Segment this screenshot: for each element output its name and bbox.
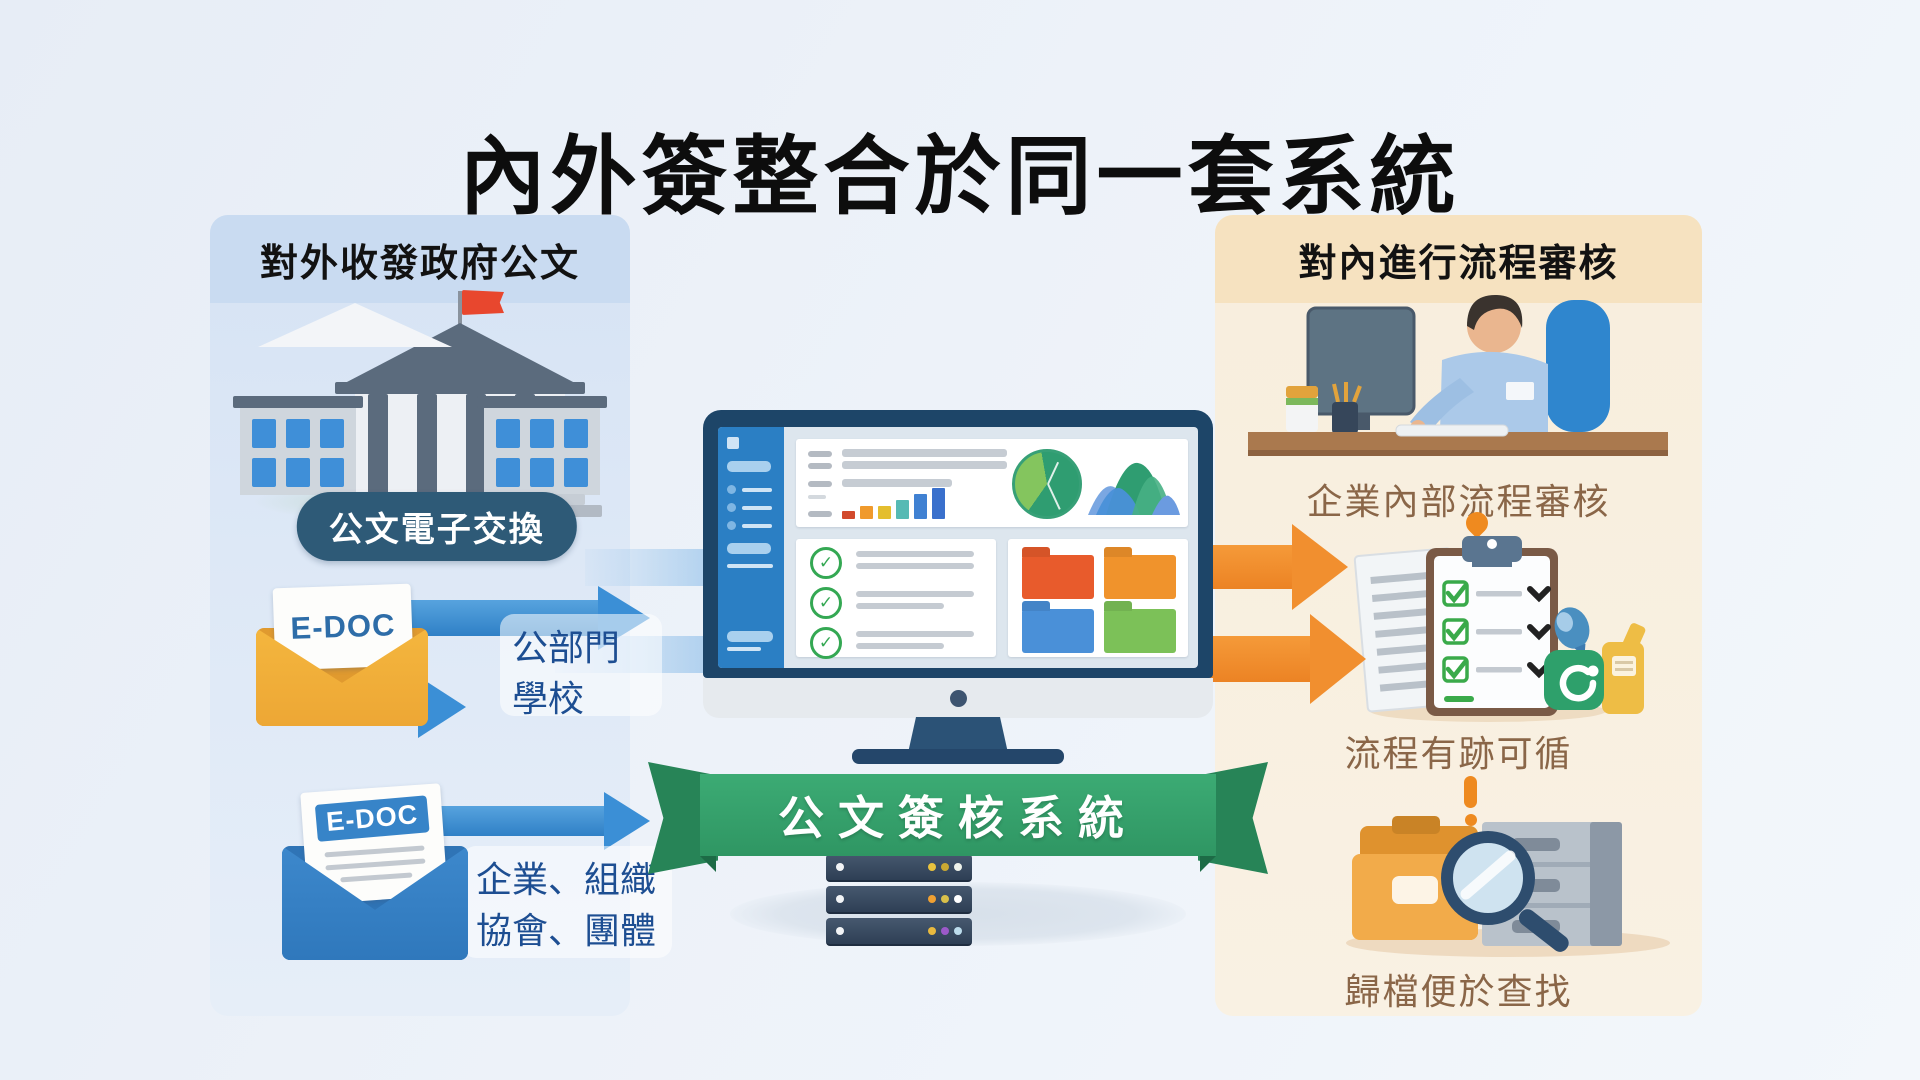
building-entablature: [335, 382, 585, 394]
public-recipients-label: 公部門 學校: [512, 622, 620, 724]
monitor-stand: [908, 717, 1008, 753]
mini-bar-chart-icon: [842, 488, 945, 519]
folders-card: [1008, 539, 1188, 657]
government-building-icon: [233, 287, 607, 523]
edoc-label: E-DOC: [314, 795, 430, 842]
wing-roof: [233, 396, 363, 408]
public-recipients-line1: 公部門: [512, 627, 621, 668]
envelope-biz-icon: E-DOC: [282, 783, 468, 960]
building-right-wing: [477, 396, 607, 495]
sidebar-logo-icon: [727, 437, 739, 449]
sidebar-item: [727, 461, 771, 472]
camera-dot-icon: [950, 690, 967, 707]
sidebar-item: [727, 631, 773, 642]
building-column: [368, 394, 388, 494]
wing-windows: [252, 419, 344, 487]
private-recipients-line1: 企業、組織: [476, 859, 657, 900]
server-unit: [826, 886, 972, 914]
approved-item-row: ✓: [810, 587, 974, 619]
sidebar-item: [727, 543, 771, 554]
public-recipients-line2: 學校: [512, 678, 585, 720]
private-recipients-line2: 協會、團體: [476, 910, 657, 952]
exclamation-icon: [1464, 776, 1477, 808]
page-title: 內外簽整合於同一套系統: [459, 128, 1461, 225]
paper-text-line: [325, 858, 426, 871]
archive-search-caption: 歸檔便於查找: [1344, 971, 1573, 1012]
sidebar-item: [727, 521, 772, 530]
wing-roof: [477, 396, 607, 408]
area-chart-icon: [1088, 462, 1180, 515]
stats-card: [796, 439, 1188, 527]
building-pediment-inner: [258, 303, 452, 347]
label-background: [462, 846, 672, 958]
approval-list-card: ✓ ✓ ✓: [796, 539, 996, 659]
exclamation-dot-icon: [1465, 814, 1477, 826]
folder-icon: [1022, 555, 1094, 599]
folder-icon: [1104, 609, 1176, 653]
folder-icon: [1022, 609, 1094, 653]
person-at-desk-illustration: [1248, 294, 1668, 456]
approved-item-row: ✓: [810, 547, 974, 579]
building-left-wing: [233, 396, 363, 495]
sidebar-item: [727, 564, 773, 568]
paper-text-line: [340, 872, 413, 883]
monitor-chin: [703, 678, 1213, 718]
building-column: [417, 394, 437, 494]
approved-item-row: ✓: [810, 627, 974, 659]
archive-search-illustration: [1346, 816, 1670, 957]
left-panel-header: 對外收發政府公文: [210, 215, 630, 303]
system-ribbon-banner: 公文簽核系統: [700, 774, 1216, 856]
dashboard-screen: ✓ ✓ ✓: [718, 427, 1198, 668]
folder-icon: [1104, 555, 1176, 599]
server-unit: [826, 918, 972, 946]
check-icon: ✓: [810, 547, 842, 579]
paper-text-line: [324, 845, 425, 858]
edoc-exchange-badge: 公文電子交換: [296, 492, 577, 561]
building-column: [466, 394, 486, 494]
monitor-stand-base: [852, 749, 1064, 764]
edoc-label: E-DOC: [289, 607, 396, 646]
check-icon: ✓: [810, 587, 842, 619]
pie-chart-icon: [1012, 449, 1082, 519]
sidebar-item: [727, 485, 772, 494]
monitor-illustration: ✓ ✓ ✓: [703, 410, 1213, 678]
clipboard-illustration: [1353, 536, 1646, 722]
sidebar-item: [727, 503, 772, 512]
private-recipients-label: 企業、組織 協會、團體: [476, 854, 656, 956]
traceable-flow-caption: 流程有跡可循: [1344, 733, 1573, 774]
screen-sidebar: [718, 427, 784, 668]
ribbon-fold: [700, 856, 716, 872]
check-icon: ✓: [810, 627, 842, 659]
internal-review-caption: 企業內部流程審核: [1306, 481, 1611, 522]
envelope-gov-icon: E-DOC: [256, 583, 428, 726]
red-flag-icon: [462, 290, 504, 315]
wing-windows: [496, 419, 588, 487]
sidebar-item: [727, 647, 761, 651]
right-panel-header: 對內進行流程審核: [1215, 215, 1702, 303]
flag-pole: [458, 291, 462, 325]
ribbon-fold: [1200, 856, 1216, 872]
server-unit: [826, 854, 972, 882]
label-background: [500, 614, 662, 716]
